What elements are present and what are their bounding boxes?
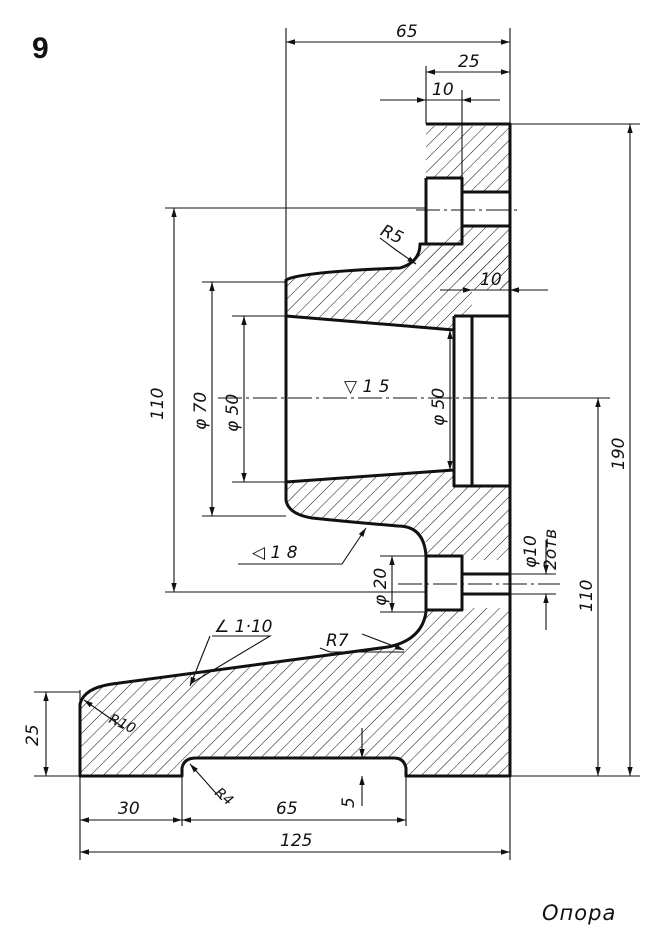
dim-5: 5 — [339, 797, 359, 808]
dim-190: 190 — [609, 438, 629, 470]
dim-slope-1-10: ∠ 1·10 — [214, 617, 273, 637]
dim-25-left: 25 — [23, 724, 43, 746]
dim-10-hub: 10 — [480, 270, 502, 290]
dim-phi-50-left: φ 50 — [223, 394, 243, 432]
dim-phi-50-center: φ 50 — [429, 388, 449, 426]
dim-taper-15: ▽ 1 5 — [344, 377, 390, 397]
dim-30: 30 — [118, 799, 140, 819]
dim-hole-phi-10: φ10 — [521, 535, 541, 568]
dim-10-top: 10 — [432, 80, 454, 100]
figure-number: 9 — [32, 32, 49, 65]
leader-lines — [83, 237, 417, 801]
dim-r4: R4 — [211, 785, 236, 809]
dim-110-left: 110 — [148, 388, 168, 420]
center-lines — [218, 209, 560, 585]
dim-125: 125 — [280, 831, 312, 851]
dim-hole-count: 2отв — [541, 529, 561, 570]
extension-lines — [34, 28, 640, 860]
part-outline — [78, 122, 512, 778]
dim-25-top: 25 — [458, 52, 480, 72]
dim-phi-20: φ 20 — [371, 568, 391, 606]
dim-r5: R5 — [377, 221, 406, 249]
dimension-labels: 65 25 10 10 R5 110 φ 70 φ 50 ▽ 1 5 φ 50 … — [23, 22, 629, 851]
dimension-lines — [43, 39, 633, 855]
dim-taper-18: ◁ 1 8 — [252, 543, 298, 563]
dim-65-top: 65 — [396, 22, 418, 42]
dim-phi-70: φ 70 — [191, 392, 211, 430]
dim-110-right: 110 — [577, 580, 597, 612]
dim-r7: R7 — [326, 631, 349, 651]
dim-65-base: 65 — [276, 799, 298, 819]
figure-caption: Опора — [542, 901, 616, 925]
